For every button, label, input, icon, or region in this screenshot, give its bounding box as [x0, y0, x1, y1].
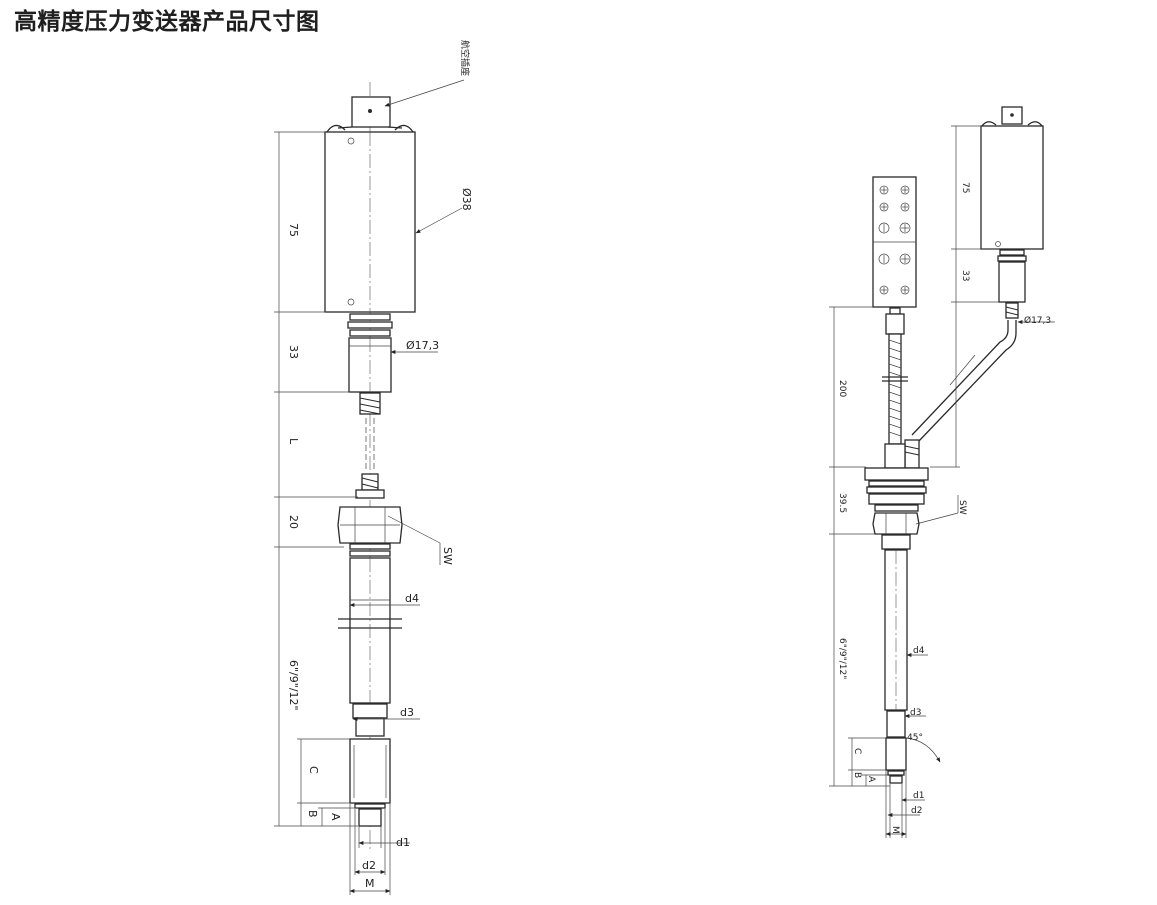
right-dim-39-5: 39.5: [837, 493, 847, 513]
left-dim-length: 6"/9"/12": [287, 660, 300, 711]
right-label-M: M: [890, 826, 900, 834]
right-dim-33: 33: [960, 270, 970, 281]
page-title: 高精度压力变送器产品尺寸图: [14, 9, 320, 35]
left-dim-L: L: [287, 438, 300, 445]
right-angle-45: 45°: [907, 733, 923, 743]
right-drawing: 75 33 Ø17,3 200 39.5 6"/9"/12" SW d4 d3 …: [829, 106, 1055, 838]
right-label-B: B: [852, 772, 862, 778]
left-label-C: C: [307, 766, 320, 774]
left-label-d2: d2: [362, 859, 376, 872]
left-callout-connector: 航空插座: [459, 40, 471, 76]
right-label-d2: d2: [911, 806, 922, 816]
left-dim-33: 33: [287, 345, 300, 359]
right-housing: [980, 125, 1044, 250]
right-label-C: C: [852, 748, 862, 754]
left-label-d4: d4: [405, 592, 419, 605]
right-terminal-screws: [878, 185, 911, 295]
right-neck: [998, 261, 1026, 303]
left-label-M: M: [365, 877, 375, 890]
left-tip-body: [349, 738, 391, 804]
left-label-SW: SW: [441, 547, 454, 565]
left-tip: [358, 808, 382, 827]
right-label-d3: d3: [910, 708, 921, 718]
right-label-d4: d4: [913, 646, 925, 656]
right-dim-length: 6"/9"/12": [837, 638, 847, 679]
left-label-d1: d1: [396, 836, 410, 849]
right-dim-200: 200: [837, 380, 847, 397]
left-label-d3: d3: [400, 706, 414, 719]
right-dim-75: 75: [960, 182, 970, 193]
left-label-A: A: [329, 813, 342, 821]
right-diameter-neck: Ø17,3: [1024, 315, 1051, 326]
right-label-A: A: [866, 776, 876, 783]
left-drawing: 75 33 L 20 6"/9"/12" C B A d1 d2 M d4 d3: [274, 40, 473, 895]
left-diameter-neck: Ø17,3: [406, 339, 439, 352]
right-label-d1: d1: [913, 791, 924, 801]
right-flange: [864, 467, 929, 481]
left-dim-20: 20: [287, 515, 300, 529]
left-diameter-body: Ø38: [460, 188, 473, 211]
right-label-SW: SW: [957, 500, 967, 515]
left-dim-75: 75: [287, 223, 300, 237]
right-tip-body: [885, 737, 907, 771]
left-label-B: B: [306, 810, 319, 818]
